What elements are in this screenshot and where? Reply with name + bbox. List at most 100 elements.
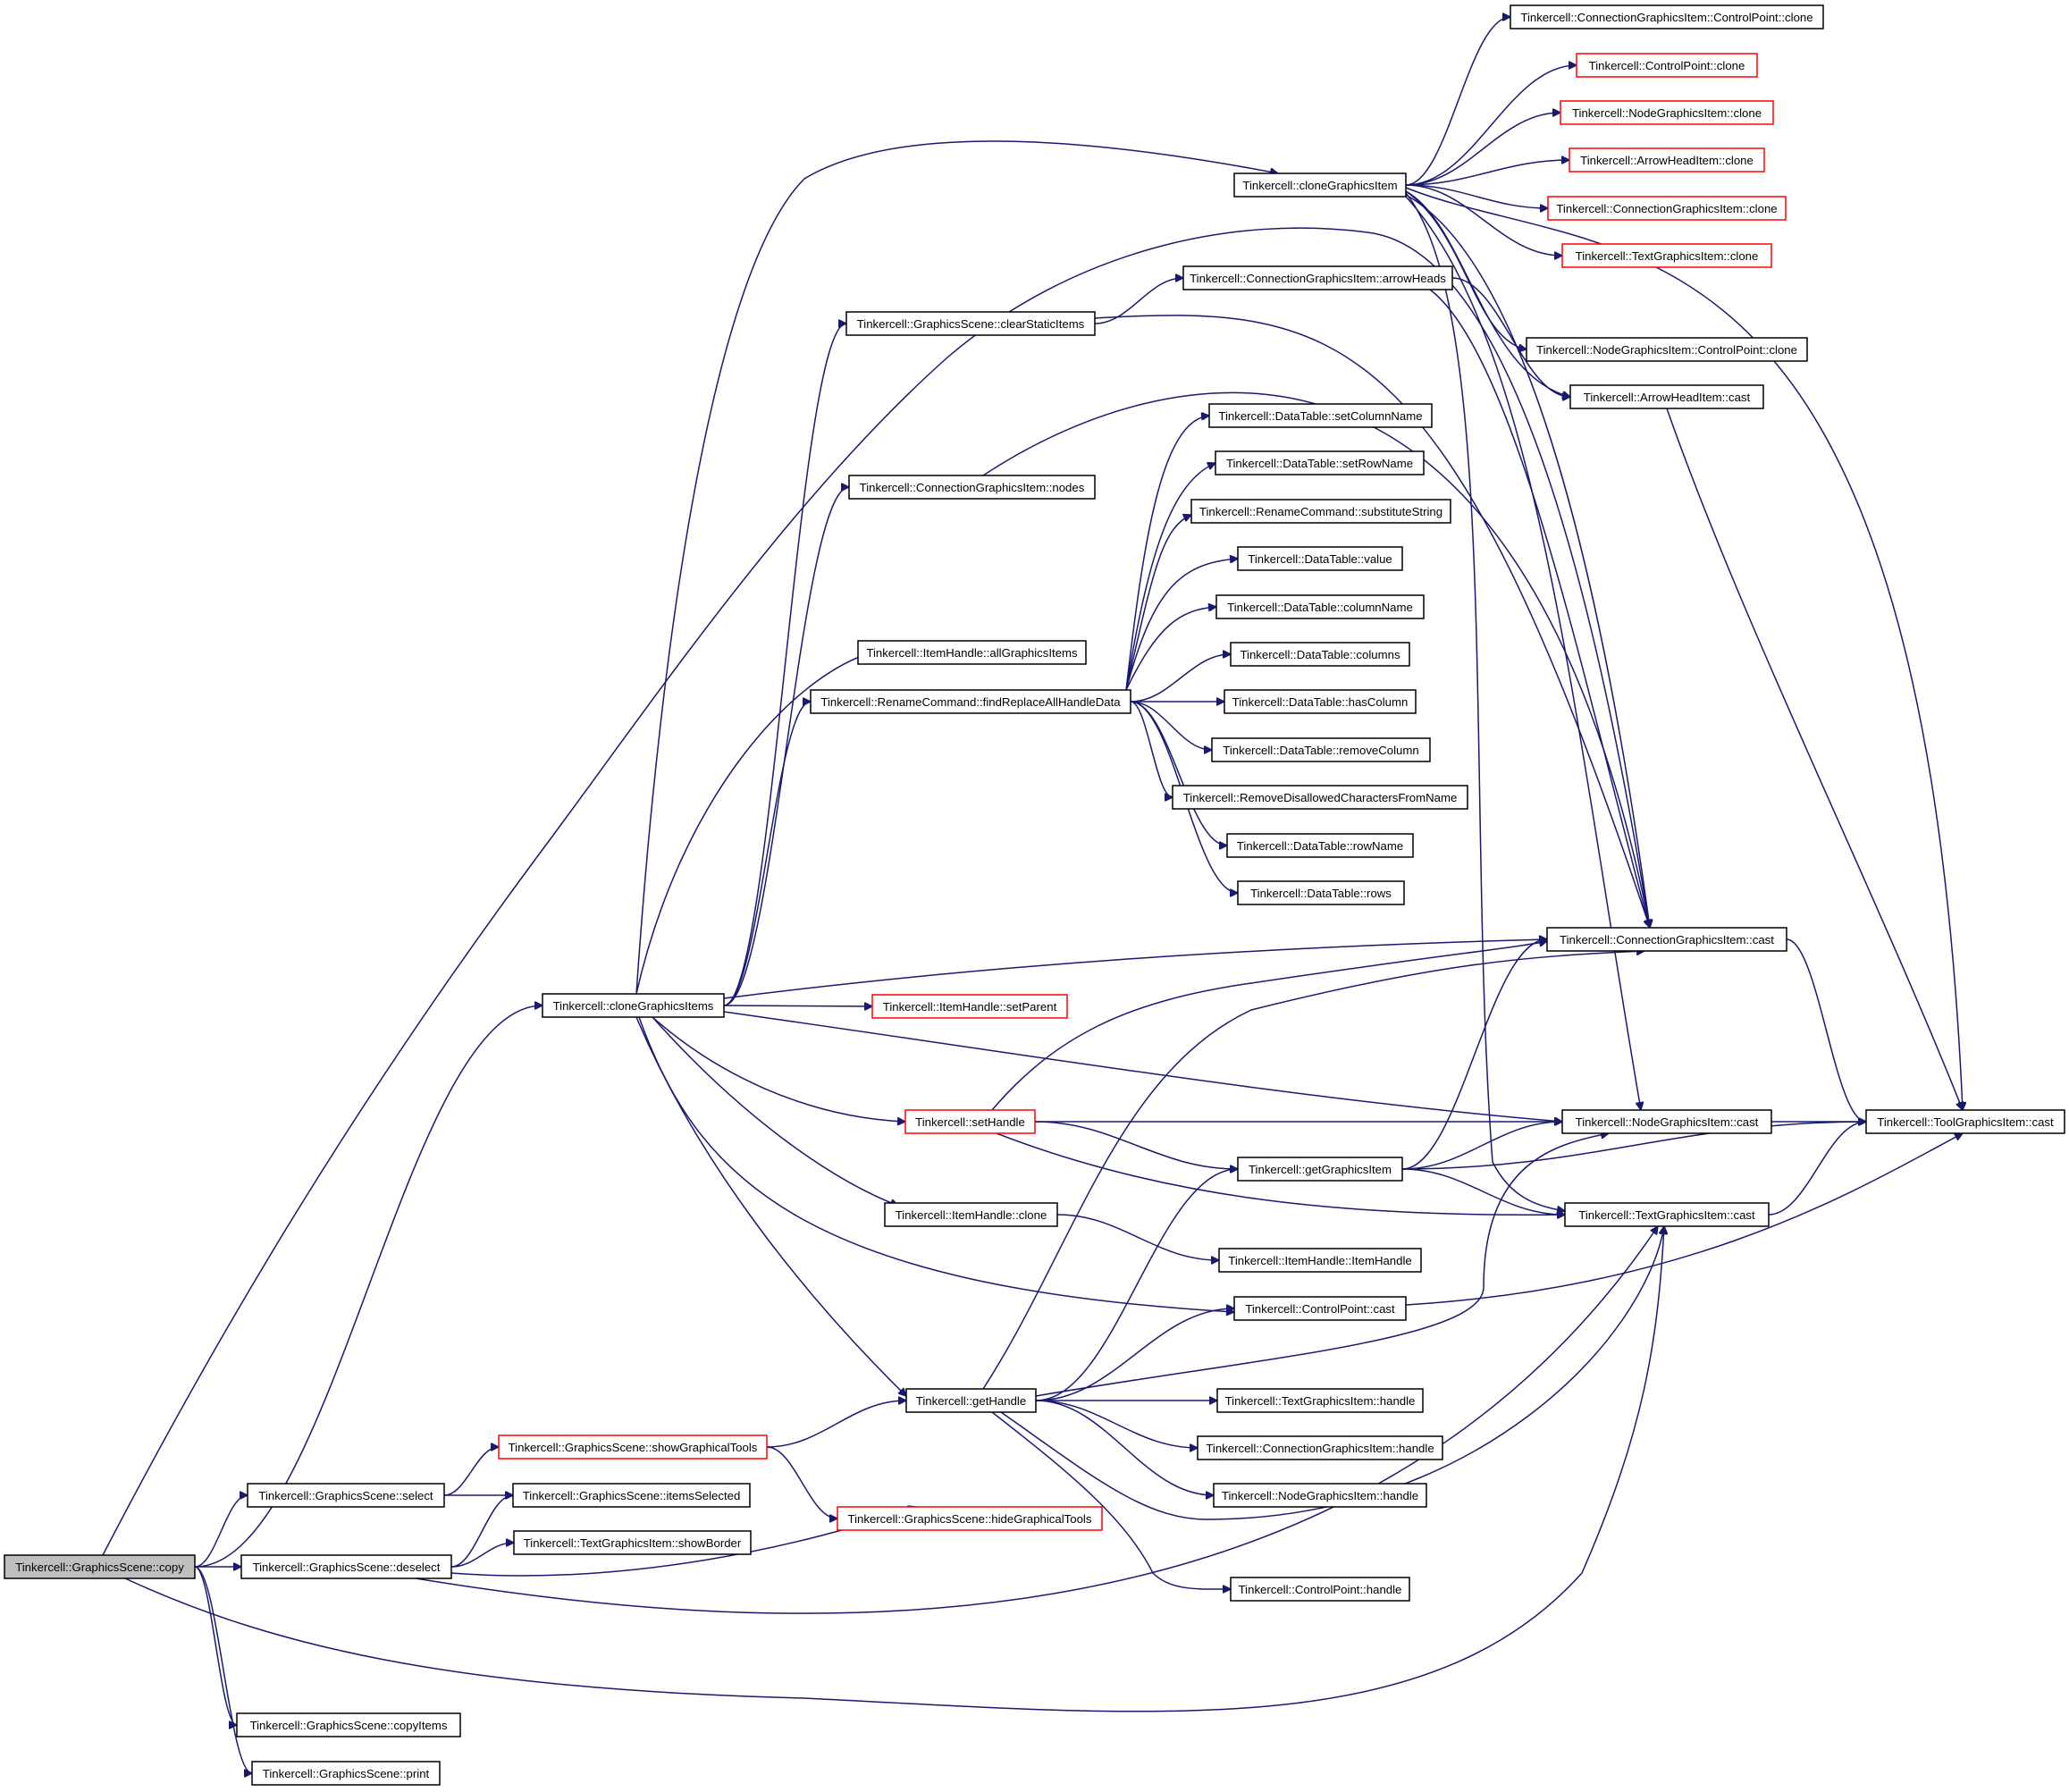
node-getGraphicsItem[interactable]: Tinkercell::getGraphicsItem (1237, 1157, 1403, 1182)
node-label: Tinkercell::TextGraphicsItem::clone (1576, 249, 1759, 263)
edge-cpCast-to-toolCast (1405, 1133, 1963, 1306)
node-label: Tinkercell::NodeGraphicsItem::cast (1576, 1115, 1759, 1129)
edge-cloneGraphicsItems-to-cgiCast (723, 939, 1547, 999)
edge-getHandle-to-cpHandle (991, 1411, 1231, 1589)
edge-select-to-showGraphicalTools (443, 1447, 499, 1496)
node-setParent[interactable]: Tinkercell::ItemHandle::setParent (871, 994, 1068, 1019)
node-box (1218, 1248, 1422, 1273)
node-ngiCpClone[interactable]: Tinkercell::NodeGraphicsItem::ControlPoi… (1526, 337, 1808, 362)
edge-showGraphicalTools-to-hideGraphicalTools (766, 1446, 837, 1519)
node-select[interactable]: Tinkercell::GraphicsScene::select (247, 1483, 445, 1508)
node-tgiHandle[interactable]: Tinkercell::TextGraphicsItem::handle (1216, 1388, 1424, 1413)
node-box (1569, 384, 1764, 409)
node-arrowHeads[interactable]: Tinkercell::ConnectionGraphicsItem::arro… (1182, 265, 1453, 290)
node-label: Tinkercell::RemoveDisallowedCharactersFr… (1183, 791, 1458, 804)
node-itemsSelected[interactable]: Tinkercell::GraphicsScene::itemsSelected (512, 1483, 751, 1508)
node-cgiHandle[interactable]: Tinkercell::ConnectionGraphicsItem::hand… (1197, 1435, 1443, 1460)
node-ngiClone[interactable]: Tinkercell::NodeGraphicsItem::clone (1560, 100, 1774, 125)
node-label: Tinkercell::setHandle (915, 1115, 1025, 1129)
node-cpClone[interactable]: Tinkercell::ControlPoint::clone (1576, 53, 1758, 78)
node-label: Tinkercell::TextGraphicsItem::handle (1225, 1394, 1416, 1408)
edge-cloneGraphicsItems-to-cloneGraphicsItem (635, 140, 1278, 995)
node-cpHandle[interactable]: Tinkercell::ControlPoint::handle (1230, 1577, 1410, 1602)
node-cpCast[interactable]: Tinkercell::ControlPoint::cast (1233, 1296, 1407, 1321)
edge-cloneGraphicsItem-to-tgiClone (1405, 184, 1562, 256)
node-nodes[interactable]: Tinkercell::ConnectionGraphicsItem::node… (848, 475, 1096, 500)
node-dtValue[interactable]: Tinkercell::DataTable::value (1237, 546, 1403, 571)
node-tgiCast[interactable]: Tinkercell::TextGraphicsItem::cast (1564, 1202, 1770, 1227)
node-copyItems[interactable]: Tinkercell::GraphicsScene::copyItems (236, 1712, 461, 1737)
edge-cloneGraphicsItems-to-getHandle (635, 1016, 906, 1396)
node-toolCast[interactable]: Tinkercell::ToolGraphicsItem::cast (1865, 1109, 2065, 1134)
node-columnName[interactable]: Tinkercell::DataTable::columnName (1215, 594, 1425, 619)
edge-cloneGraphicsItem-to-cpClone (1405, 65, 1577, 186)
node-ahCast[interactable]: Tinkercell::ArrowHeadItem::cast (1569, 384, 1764, 409)
node-label: Tinkercell::DataTable::setRowName (1226, 457, 1413, 470)
node-setRowName[interactable]: Tinkercell::DataTable::setRowName (1215, 450, 1425, 475)
node-cloneGraphicsItem[interactable]: Tinkercell::cloneGraphicsItem (1233, 172, 1407, 198)
node-cgiClone[interactable]: Tinkercell::ConnectionGraphicsItem::clon… (1547, 196, 1787, 221)
node-label: Tinkercell::ArrowHeadItem::clone (1580, 154, 1754, 167)
node-label: Tinkercell::DataTable::rows (1250, 887, 1392, 900)
node-cgiCpClone[interactable]: Tinkercell::ConnectionGraphicsItem::Cont… (1510, 4, 1824, 29)
node-clearStaticItems[interactable]: Tinkercell::GraphicsScene::clearStaticIt… (845, 311, 1096, 336)
edge-cloneGraphicsItem-to-tgiCast (1405, 192, 1565, 1211)
edge-deselect-to-itemsSelected (450, 1495, 513, 1568)
node-label: Tinkercell::ToolGraphicsItem::cast (1877, 1115, 2054, 1129)
node-label: Tinkercell::GraphicsScene::showGraphical… (509, 1441, 758, 1454)
node-findReplace[interactable]: Tinkercell::RenameCommand::findReplaceAl… (810, 689, 1131, 714)
node-setHandle[interactable]: Tinkercell::setHandle (904, 1109, 1036, 1134)
node-label: Tinkercell::cloneGraphicsItem (1242, 179, 1397, 192)
node-label: Tinkercell::DataTable::columnName (1227, 601, 1413, 614)
node-cloneGraphicsItems[interactable]: Tinkercell::cloneGraphicsItems (542, 993, 725, 1018)
node-tgiClone[interactable]: Tinkercell::TextGraphicsItem::clone (1561, 243, 1772, 268)
node-box (1213, 1483, 1427, 1508)
edge-copy-to-select (194, 1495, 248, 1568)
node-rowName[interactable]: Tinkercell::DataTable::rowName (1226, 833, 1414, 858)
node-print[interactable]: Tinkercell::GraphicsScene::print (251, 1761, 441, 1786)
edge-findReplace-to-dtValue (1125, 559, 1238, 691)
node-ngiCast[interactable]: Tinkercell::NodeGraphicsItem::cast (1561, 1109, 1772, 1134)
node-rows[interactable]: Tinkercell::DataTable::rows (1237, 880, 1405, 905)
node-box (1197, 1435, 1443, 1460)
node-box (1211, 737, 1431, 762)
node-allGraphicsItems[interactable]: Tinkercell::ItemHandle::allGraphicsItems (857, 640, 1087, 665)
node-copy[interactable]: Tinkercell::GraphicsScene::copy (4, 1554, 196, 1579)
node-hideGraphicalTools[interactable]: Tinkercell::GraphicsScene::hideGraphical… (837, 1506, 1103, 1531)
node-substituteString[interactable]: Tinkercell::RenameCommand::substituteStr… (1190, 499, 1451, 524)
node-columns[interactable]: Tinkercell::DataTable::columns (1230, 642, 1410, 667)
node-getHandle[interactable]: Tinkercell::getHandle (905, 1388, 1037, 1413)
edge-getHandle-to-getGraphicsItem (1035, 1169, 1238, 1401)
edge-tgiCast-to-toolCast (1768, 1122, 1866, 1216)
node-ahClone[interactable]: Tinkercell::ArrowHeadItem::clone (1569, 147, 1765, 172)
node-box (857, 640, 1087, 665)
node-label: Tinkercell::DataTable::hasColumn (1232, 695, 1409, 709)
node-label: Tinkercell::DataTable::setColumnName (1218, 409, 1422, 423)
node-box (498, 1434, 768, 1460)
node-deselect[interactable]: Tinkercell::GraphicsScene::deselect (240, 1554, 452, 1579)
node-label: Tinkercell::ConnectionGraphicsItem::arro… (1190, 272, 1446, 285)
edge-getHandle-to-ngiHandle (1035, 1400, 1214, 1495)
node-box (1208, 403, 1433, 428)
node-setColumnName[interactable]: Tinkercell::DataTable::setColumnName (1208, 403, 1433, 428)
edge-ahCast-to-toolCast (1666, 408, 1963, 1110)
node-showGraphicalTools[interactable]: Tinkercell::GraphicsScene::showGraphical… (498, 1434, 768, 1460)
node-showBorder[interactable]: Tinkercell::TextGraphicsItem::showBorder (513, 1530, 752, 1555)
node-removeColumn[interactable]: Tinkercell::DataTable::removeColumn (1211, 737, 1431, 762)
node-label: Tinkercell::RenameCommand::substituteStr… (1199, 505, 1442, 518)
node-box (904, 1109, 1036, 1134)
node-label: Tinkercell::ControlPoint::clone (1589, 59, 1745, 72)
node-ihClone[interactable]: Tinkercell::ItemHandle::clone (884, 1202, 1058, 1227)
edge-findReplace-to-columnName (1125, 607, 1216, 691)
node-box (236, 1712, 461, 1737)
node-cgiCast[interactable]: Tinkercell::ConnectionGraphicsItem::cast (1546, 927, 1787, 952)
edge-setHandle-to-tgiCast (996, 1132, 1565, 1215)
node-box (1561, 1109, 1772, 1134)
node-ngiHandle[interactable]: Tinkercell::NodeGraphicsItem::handle (1213, 1483, 1427, 1508)
node-box (1215, 594, 1425, 619)
node-removeDisallowed[interactable]: Tinkercell::RemoveDisallowedCharactersFr… (1172, 785, 1468, 810)
node-itemHandleCtor[interactable]: Tinkercell::ItemHandle::ItemHandle (1218, 1248, 1422, 1273)
node-box (240, 1554, 452, 1579)
node-hasColumn[interactable]: Tinkercell::DataTable::hasColumn (1224, 689, 1417, 714)
node-label: Tinkercell::GraphicsScene::clearStaticIt… (857, 317, 1085, 331)
